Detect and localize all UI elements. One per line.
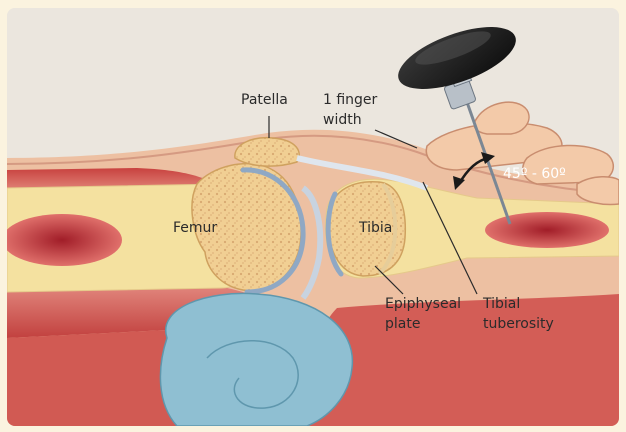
label-epiphyseal-1: Epiphyseal bbox=[385, 296, 461, 312]
bladder-structure bbox=[160, 293, 352, 426]
femur-marrow bbox=[7, 214, 122, 266]
label-femur: Femur bbox=[173, 220, 217, 236]
calf-muscle bbox=[307, 294, 619, 426]
label-epiphyseal-2: plate bbox=[385, 316, 420, 332]
label-patella: Patella bbox=[241, 92, 288, 108]
knee-illustration: Patella 1 finger width 45º - 60º Femur T… bbox=[7, 8, 619, 426]
label-tibial-2: tuberosity bbox=[483, 316, 554, 332]
label-finger-width-1: 1 finger bbox=[323, 92, 378, 108]
illustration-panel: Patella 1 finger width 45º - 60º Femur T… bbox=[7, 8, 619, 426]
label-tibia: Tibia bbox=[358, 220, 392, 236]
label-finger-width-2: width bbox=[323, 112, 362, 128]
patella-bone bbox=[235, 138, 299, 166]
label-angle: 45º - 60º bbox=[503, 166, 566, 182]
label-tibial-1: Tibial bbox=[482, 296, 520, 312]
tibia-marrow bbox=[485, 212, 609, 248]
